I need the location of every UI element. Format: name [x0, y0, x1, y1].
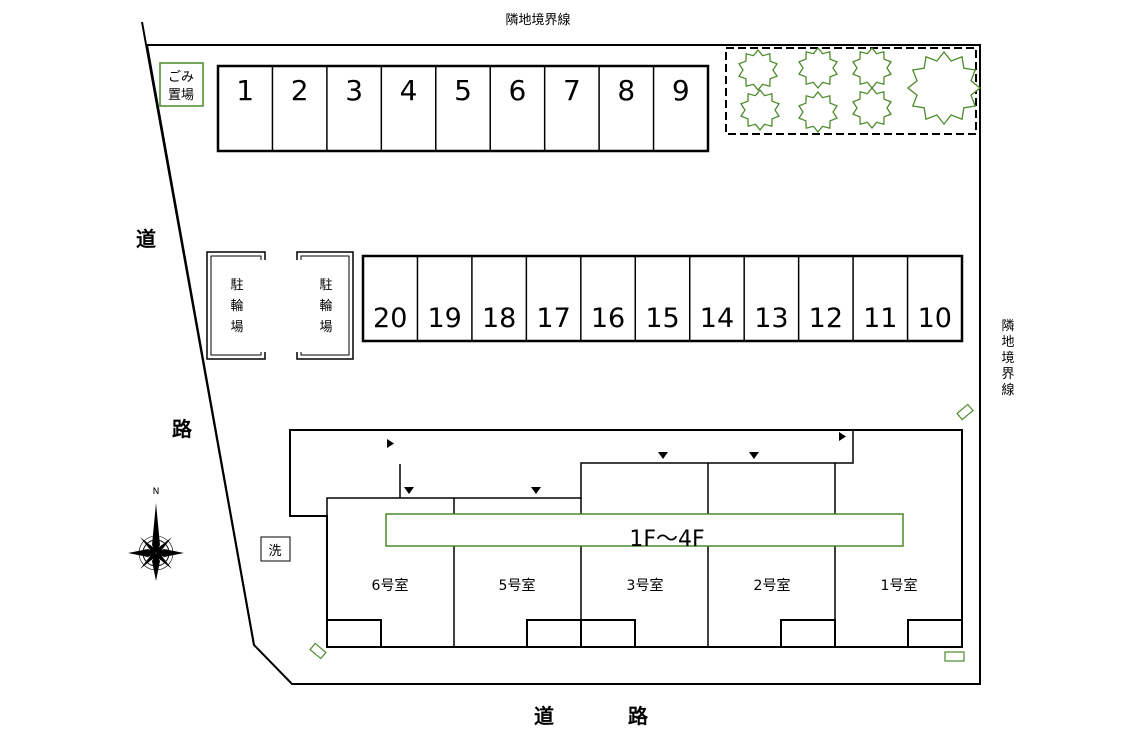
road-label-left-2: 路 — [172, 417, 193, 441]
tree-group — [738, 46, 982, 134]
floor-band-label: 1F〜4F — [629, 527, 704, 552]
parking-mid-space-number: 17 — [536, 303, 570, 334]
compass-n-label: N — [153, 487, 160, 497]
bike-parking-label-char: 場 — [319, 320, 332, 335]
parking-mid-space-number: 11 — [863, 303, 897, 334]
bike-parking-label-char: 駐 — [230, 278, 243, 293]
bike-parking-right — [294, 251, 354, 360]
garbage-label-line: 置場 — [168, 88, 194, 103]
room-label: 1号室 — [881, 577, 918, 594]
road-edge-left — [141, 21, 255, 646]
parking-mid-space-number: 18 — [482, 303, 516, 334]
room-label: 2号室 — [754, 577, 791, 594]
corridor-line — [326, 430, 854, 516]
parking-top-space-number: 2 — [291, 74, 309, 107]
tree-icon — [798, 46, 838, 90]
bike-parking-label-char: 場 — [230, 320, 243, 335]
parking-top-space-number: 5 — [454, 74, 472, 107]
tree-icon — [740, 88, 780, 132]
parking-top-space-number: 9 — [672, 74, 690, 107]
parking-mid-space-number: 13 — [754, 303, 788, 334]
parking-top-space-number: 4 — [400, 74, 418, 107]
garbage-area — [159, 62, 204, 107]
corner-marker-right — [956, 403, 974, 421]
garbage-label-line: ごみ — [168, 69, 194, 85]
bike-parking-label-char: 輪 — [319, 298, 332, 314]
laundry-box — [260, 536, 291, 562]
laundry-label: 洗 — [268, 544, 281, 559]
tree-icon — [906, 50, 982, 126]
balconies — [326, 619, 963, 648]
road-label-bottom-1: 道 — [534, 704, 554, 728]
parking-row-top: 1 2 3 4 5 6 7 8 9 — [236, 66, 690, 151]
parking-mid-space-number: 10 — [918, 303, 952, 334]
tree-icon — [852, 46, 892, 90]
floor-band — [385, 513, 904, 547]
parking-mid-space-number: 12 — [809, 303, 843, 334]
parking-mid-space-number: 19 — [428, 303, 462, 334]
compass-icon: N — [128, 487, 184, 581]
corner-marker-bottom — [944, 651, 965, 662]
road-label-bottom-2: 路 — [628, 704, 649, 728]
parking-row-middle: 20 19 18 17 16 15 14 13 12 11 10 — [373, 256, 952, 341]
parking-top-space-number: 6 — [509, 74, 527, 107]
parking-mid-space-number: 20 — [373, 303, 407, 334]
room-label: 3号室 — [627, 577, 664, 594]
tree-icon — [738, 48, 778, 92]
room-labels: 6号室 5号室 3号室 2号室 1号室 — [372, 577, 918, 594]
parking-row-top-frame — [216, 64, 710, 153]
boundary-label-top: 隣地境界線 — [505, 12, 570, 28]
bike-parking-label-char: 輪 — [230, 298, 243, 314]
room-label: 5号室 — [499, 577, 536, 594]
garbage-area-label: ごみ 置場 — [168, 69, 194, 103]
room-label: 6号室 — [372, 577, 409, 594]
parking-top-space-number: 1 — [236, 74, 254, 107]
boundary-label-right-text: 隣地境界線 — [1001, 318, 1014, 398]
parking-mid-space-number: 14 — [700, 303, 734, 334]
parking-row-middle-frame — [361, 254, 964, 343]
tree-icon — [852, 86, 892, 130]
parking-top-space-number: 8 — [617, 74, 635, 107]
parking-top-space-number: 7 — [563, 74, 581, 107]
parking-mid-space-number: 16 — [591, 303, 625, 334]
parking-mid-space-number: 15 — [645, 303, 679, 334]
parking-top-space-number: 3 — [345, 74, 363, 107]
bike-parking-label-char: 駐 — [319, 278, 332, 293]
road-label-left-1: 道 — [136, 227, 156, 251]
bike-parking-left — [206, 251, 268, 360]
boundary-label-right: 隣地境界線 — [1001, 318, 1014, 398]
bike-parking-right-label: 駐 輪 場 — [319, 278, 332, 335]
bike-parking-left-label: 駐 輪 場 — [230, 278, 243, 335]
tree-icon — [798, 90, 838, 134]
entrance-markers — [387, 432, 846, 494]
corner-marker-left — [309, 642, 327, 660]
